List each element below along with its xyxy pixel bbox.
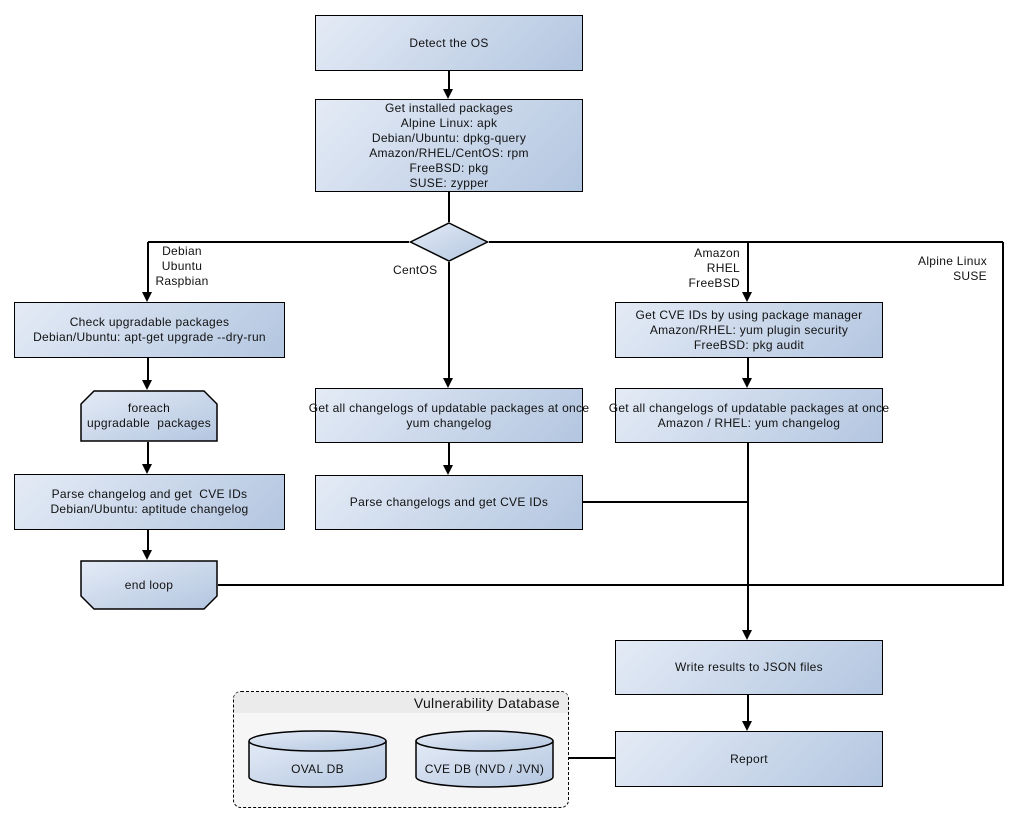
foreach-loop-shape — [80, 390, 218, 442]
foreach-loop-label: foreach upgradable packages — [86, 401, 212, 430]
arrowhead — [142, 550, 152, 560]
oval-db-label: OVAL DB — [291, 761, 344, 776]
end-loop-label: end loop — [124, 577, 174, 592]
arrowhead — [142, 380, 152, 390]
branch-label-amazon: Amazon RHEL FreeBSD — [688, 246, 740, 290]
node-get-installed-packages: Get installed packages Alpine Linux: apk… — [315, 99, 583, 192]
edge-check-to-foreach — [147, 358, 149, 382]
edge-foreach-to-parse — [147, 442, 149, 466]
arrowhead — [443, 89, 453, 99]
branch-label-centos: CentOS — [393, 263, 438, 277]
edge-centos-branch — [448, 262, 450, 379]
end-loop-shape — [80, 560, 218, 610]
edge-parse-to-endloop — [147, 530, 149, 552]
cve-db-label: CVE DB (NVD / JVN) — [424, 761, 545, 776]
vulnerability-database-title: Vulnerability Database — [234, 692, 568, 713]
os-decision-diamond — [408, 222, 490, 262]
arrowhead — [742, 721, 752, 731]
oval-db-cylinder — [248, 730, 387, 788]
node-parse-changelogs-yum: Parse changelogs and get CVE IDs — [315, 475, 583, 530]
edge-database-to-report — [569, 757, 615, 759]
branch-label-debian: Debian Ubuntu Raspbian — [155, 244, 209, 288]
arrowhead — [142, 292, 152, 302]
edge-detect-to-installed — [448, 71, 450, 90]
node-get-cve-ids-package-manager: Get CVE IDs by using package manager Ama… — [615, 302, 883, 358]
edge-installed-to-decision — [448, 192, 450, 222]
edge-endloop-to-main — [218, 584, 1004, 586]
edge-changelogs-to-write — [747, 443, 749, 632]
node-get-changelogs-amazon-rhel: Get all changelogs of updatable packages… — [609, 388, 889, 443]
edge-changelogs-to-parse-yum — [448, 443, 450, 467]
arrowhead — [742, 292, 752, 302]
node-write-results: Write results to JSON files — [615, 640, 883, 695]
arrowhead — [742, 630, 752, 640]
node-parse-changelog-debian: Parse changelog and get CVE IDs Debian/U… — [14, 474, 285, 530]
branch-label-alpine: Alpine Linux SUSE — [918, 254, 987, 283]
arrowhead — [742, 378, 752, 388]
edge-getcve-to-changelogs — [747, 358, 749, 380]
edge-decision-left — [148, 241, 409, 243]
node-get-changelogs-yum: Get all changelogs of updatable packages… — [309, 388, 589, 443]
cve-db-cylinder — [415, 730, 554, 788]
edge-parse-yum-to-main — [583, 501, 748, 503]
arrowhead — [443, 378, 453, 388]
node-check-upgradable: Check upgradable packages Debian/Ubuntu:… — [14, 302, 285, 358]
edge-amazon-branch — [747, 242, 749, 294]
edge-write-to-report — [747, 695, 749, 723]
edge-decision-right — [489, 241, 1003, 243]
edge-debian-branch — [147, 242, 149, 294]
node-detect-os: Detect the OS — [315, 15, 583, 71]
node-report: Report — [615, 731, 883, 787]
arrowhead — [443, 465, 453, 475]
arrowhead — [142, 464, 152, 474]
edge-alpine-branch — [1002, 242, 1004, 585]
